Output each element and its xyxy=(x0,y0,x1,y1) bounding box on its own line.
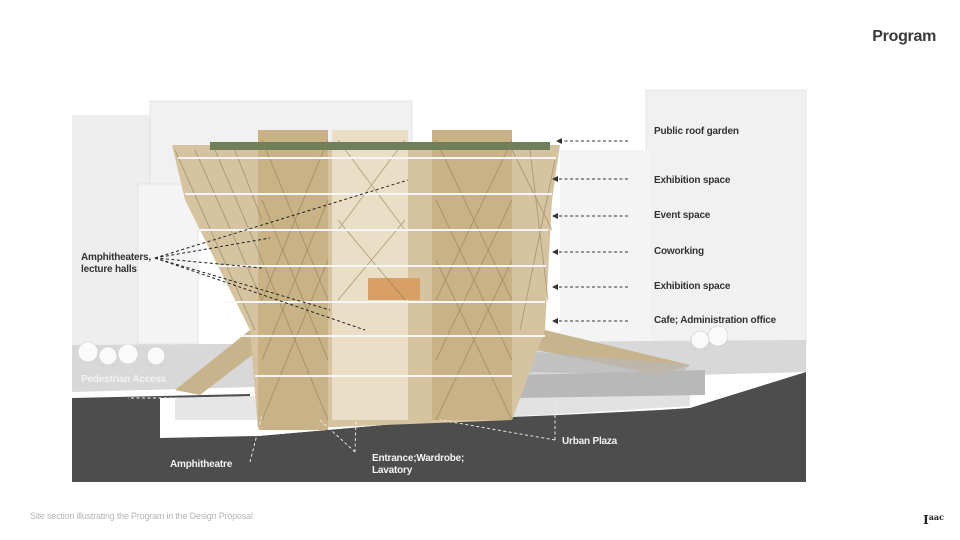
label-amphitheaters: Amphitheaters, lecture halls xyxy=(81,252,151,275)
label-event-space: Event space xyxy=(654,210,711,221)
label-cafe-admin: Cafe; Administration office xyxy=(654,315,777,326)
leader-lines-lower xyxy=(128,247,646,463)
label-exhibition-upper: Exhibition space xyxy=(654,175,731,186)
logo-main: I xyxy=(923,513,929,527)
logo-sup: aac xyxy=(928,512,944,522)
label-pedestrian-access: Pedestrian Access xyxy=(81,374,167,385)
label-coworking: Coworking xyxy=(654,246,704,257)
floor-slabs xyxy=(178,157,556,377)
label-entrance: Entrance;Wardrobe; Lavatory xyxy=(372,453,465,476)
label-roof-garden: Public roof garden xyxy=(654,126,739,137)
figure-caption: Site section illustrating the Program in… xyxy=(30,511,253,521)
leader-lines-amphitheaters xyxy=(154,179,409,331)
arrow-heads-right xyxy=(552,138,562,324)
page-title: Program xyxy=(872,28,936,45)
iaac-logo: Iaac xyxy=(923,512,944,527)
label-urban-plaza: Urban Plaza xyxy=(562,436,618,447)
leader-lines-right xyxy=(558,140,628,322)
label-exhibition-lower: Exhibition space xyxy=(654,281,731,292)
label-amphitheatre: Amphitheatre xyxy=(170,459,233,470)
trees xyxy=(77,325,729,366)
